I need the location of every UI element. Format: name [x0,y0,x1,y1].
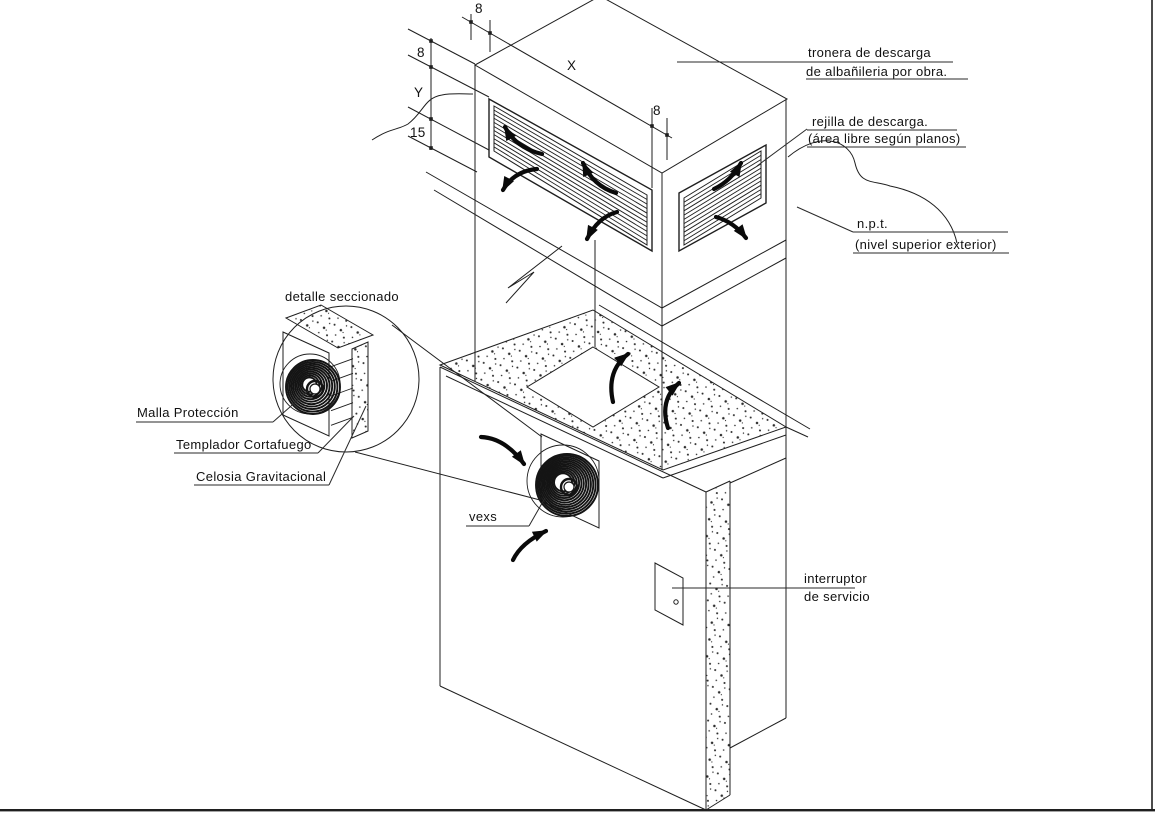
roof-slab [438,304,811,479]
right-break-curve [787,140,958,244]
wall-concrete-stipple [706,481,730,810]
callout-vexs: vexs [466,497,546,527]
malla-label: Malla Protección [137,405,239,420]
side-discharge-grille [678,143,767,253]
npt-label-line2: (nivel superior exterior) [855,237,997,252]
tronera-label-line1: tronera de descarga [808,45,931,60]
callout-npt: n.p.t. (nivel superior exterior) [796,206,1009,254]
shaft-break-zigzag [505,245,563,304]
dim-top-right-offset: 8 [653,103,661,118]
callouts: tronera de descarga de albañileria por o… [136,45,1009,604]
interruptor-label-line2: de servicio [804,589,870,604]
left-break-curve [371,93,474,141]
interruptor-label-line1: interruptor [804,571,867,586]
dimensions: 8 X 8 8 Y 15 [407,1,673,188]
detail-title: detalle seccionado [285,289,399,304]
dimension-ticks [429,20,669,150]
detail-fan-plate [282,331,330,437]
exterior-level-lines [371,93,958,327]
callout-templador: Templador Cortafuego [174,415,355,454]
callout-celosia: Celosia Gravitacional [194,405,367,486]
slab-concrete-stipple [440,310,786,470]
side-grille-louver-slats [683,154,762,242]
npt-label-line1: n.p.t. [857,216,888,231]
detail-circle [272,305,420,453]
front-discharge-grille [488,97,653,253]
exhaust-fan [526,433,600,529]
celosia-label: Celosia Gravitacional [196,469,326,484]
service-switch-plate [654,562,684,626]
section-detail-bubble [272,304,543,501]
dim-left-middle: Y [414,85,423,100]
templador-label: Templador Cortafuego [176,437,312,452]
callout-interruptor: interruptor de servicio [672,571,870,604]
detail-fan-spiral [285,359,341,415]
dim-top-offset: 8 [475,1,483,16]
callout-malla: Malla Protección [136,390,309,423]
airflow-arrows [478,124,749,563]
rejilla-label-line2: (área libre según planos) [808,131,961,146]
dim-left-bottom: 15 [410,125,425,140]
fan-spiral [535,453,599,517]
dim-left-top: 8 [417,45,425,60]
vexs-label: vexs [469,509,497,524]
rejilla-label-line1: rejilla de descarga. [812,114,928,129]
callout-rejilla: rejilla de descarga. (área libre según p… [756,114,966,167]
tronera-label-line2: de albañileria por obra. [806,64,947,79]
fan-guard-ring [526,444,600,518]
slab-opening [526,346,660,428]
machine-room-wall [439,366,787,811]
dim-top-width: X [567,58,576,73]
callout-tronera: tronera de descarga de albañileria por o… [677,45,968,80]
